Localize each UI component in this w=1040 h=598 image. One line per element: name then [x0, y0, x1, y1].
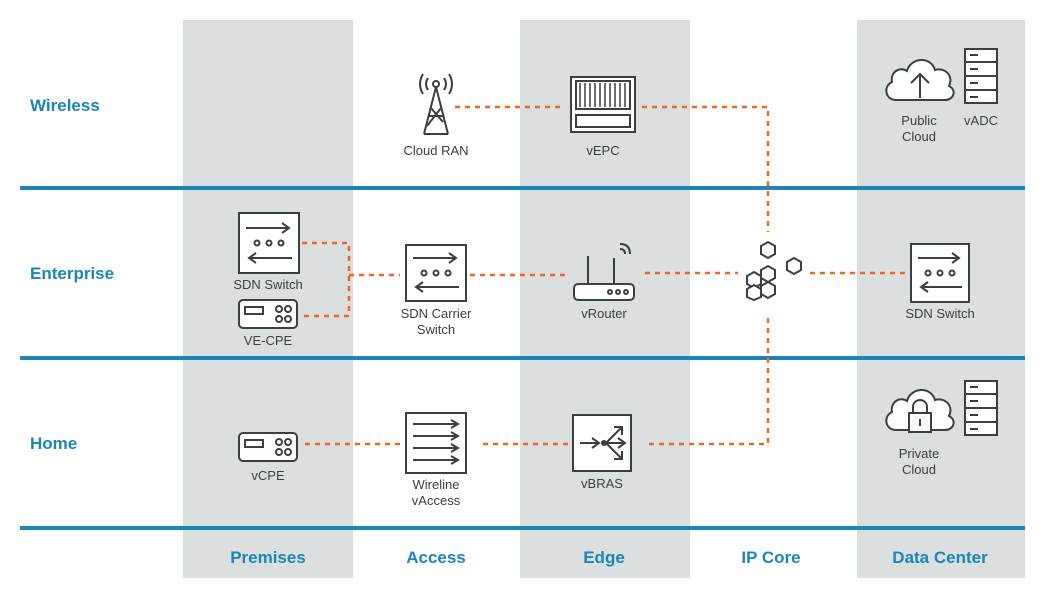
row-label-enterprise: Enterprise	[30, 264, 115, 283]
row-divider-3	[20, 526, 1025, 530]
server-rack-icon	[964, 380, 998, 436]
cloud-upload-icon	[885, 59, 955, 101]
row-label-wireless: Wireless	[30, 96, 100, 115]
column-label-data-center: Data Center	[892, 548, 988, 567]
switch-icon	[405, 244, 467, 302]
node-label-sdn-carrier-1: SDN Carrier	[400, 306, 472, 321]
row-divider-1	[20, 186, 1025, 190]
node-label-sdn-switch-premises: SDN Switch	[233, 277, 303, 292]
node-label-sdn-carrier-2: Switch	[416, 322, 456, 337]
row-label-home: Home	[30, 434, 78, 453]
column-label-edge: Edge	[583, 548, 625, 567]
column-label-access: Access	[406, 548, 466, 567]
router-icon	[573, 243, 635, 301]
node-label-ve-cpe: VE-CPE	[243, 333, 293, 348]
node-label-public-cloud-2: Cloud	[902, 129, 936, 144]
node-label-vrouter: vRouter	[581, 306, 627, 321]
column-label-premises: Premises	[230, 548, 306, 567]
cloud-lock-icon	[885, 389, 955, 433]
node-label-vepc: vEPC	[586, 143, 620, 158]
link-vepc-core	[642, 105, 770, 232]
node-label-private-cloud-2: Cloud	[902, 462, 936, 477]
bras-icon	[572, 414, 632, 472]
vepc-chassis-icon	[570, 76, 636, 133]
access-mux-icon	[405, 412, 467, 474]
cpe-box-icon	[238, 299, 298, 329]
node-label-vbras: vBRAS	[581, 476, 623, 491]
node-label-private-cloud-1: Private	[898, 446, 940, 461]
hexagon-cluster-icon	[746, 240, 802, 302]
switch-icon	[238, 212, 300, 274]
node-label-vadc: vADC	[964, 113, 998, 128]
switch-icon	[910, 243, 970, 303]
column-label-ip-core: IP Core	[741, 548, 801, 567]
node-label-sdn-switch-dc: SDN Switch	[905, 306, 975, 321]
server-rack-icon	[964, 48, 998, 104]
link-core-vbras	[645, 318, 770, 446]
link-sdnswitch-bracket	[302, 241, 351, 318]
node-label-wireline-1: Wireline	[412, 477, 460, 492]
antenna-tower-icon	[419, 73, 453, 135]
node-label-cloud-ran: Cloud RAN	[403, 143, 469, 158]
cpe-box-icon	[238, 432, 298, 462]
node-label-wireline-2: vAccess	[411, 493, 461, 508]
node-label-public-cloud-1: Public	[901, 113, 937, 128]
node-label-vcpe: vCPE	[251, 468, 285, 483]
row-divider-2	[20, 356, 1025, 360]
